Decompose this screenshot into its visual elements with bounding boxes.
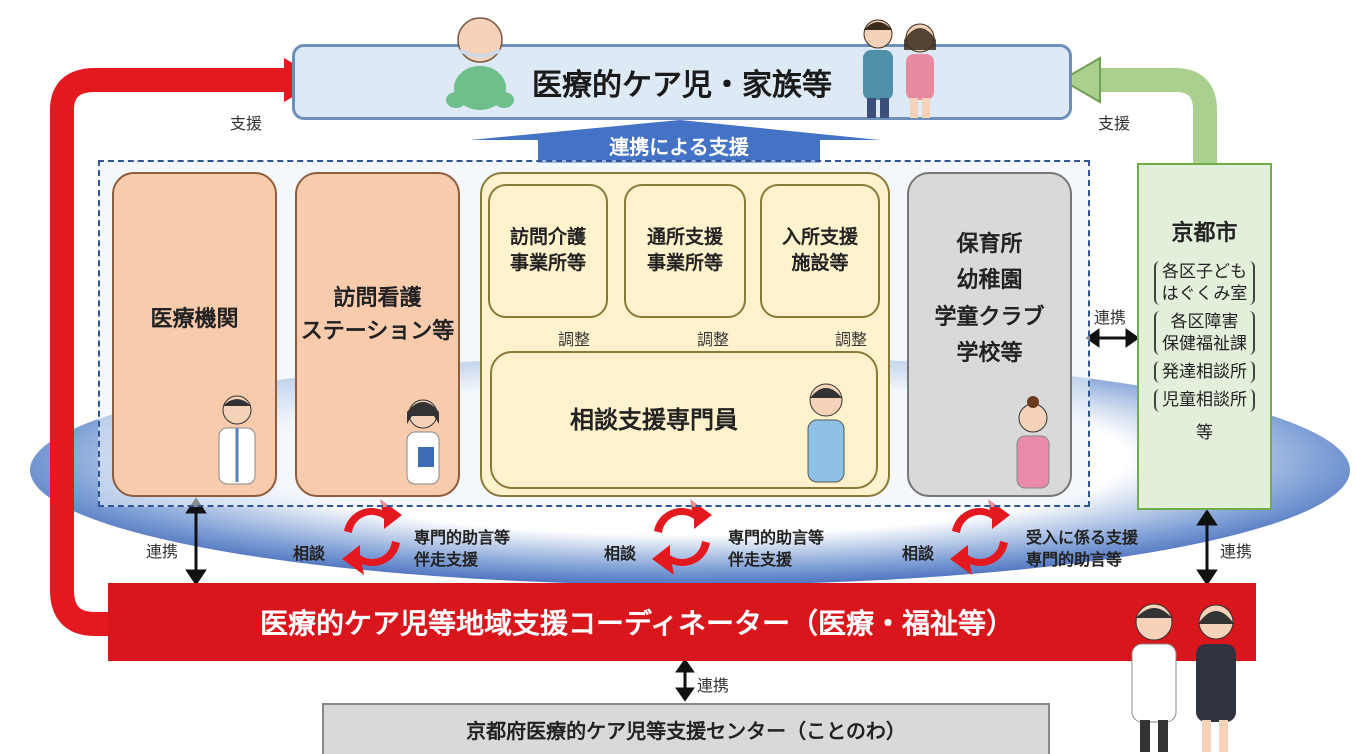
- kyoto-city-title: 京都市: [1171, 221, 1238, 246]
- cycle3-left: 相談: [902, 544, 935, 563]
- support-label-left: 支援: [230, 114, 263, 133]
- adjust-label-1: 調整: [558, 330, 591, 349]
- medical-institution-label: 医療機関: [150, 307, 239, 332]
- adjust-label-3: 調整: [835, 330, 868, 349]
- doctor-icon: [218, 395, 256, 485]
- kodomo-hagukumi-item: 各区子どもはぐくみ室: [1153, 261, 1256, 306]
- parents-illustration: [863, 19, 936, 118]
- teacher-icon: [1016, 396, 1050, 489]
- support-label-right: 支援: [1098, 114, 1131, 133]
- school-label-1: 保育所: [956, 231, 1023, 257]
- facility-label-1: 入所支援: [781, 226, 858, 249]
- adjust-label-2: 調整: [697, 330, 730, 349]
- family-box: 医療的ケア児・家族等: [292, 44, 1072, 120]
- green-support-arrow: [1095, 68, 1217, 165]
- consult-specialist-label: 相談支援専門員: [570, 406, 738, 434]
- nursing-label-2: ステーション等: [300, 318, 455, 344]
- red-support-arrow: [50, 68, 290, 636]
- family-title: 医療的ケア児・家族等: [532, 68, 832, 103]
- city-etc: 等: [1196, 422, 1213, 443]
- nurse-icon: [406, 399, 440, 485]
- development-center-item: 発達相談所: [1154, 361, 1255, 384]
- cycle2-right: 専門的助言等伴走支援: [728, 528, 825, 569]
- home-care-card: 訪問介護 事業所等: [488, 184, 608, 318]
- cycle-arrows: [342, 499, 1010, 575]
- day-service-label-1: 通所支援: [646, 226, 723, 249]
- cycle1-left: 相談: [293, 544, 326, 563]
- specialist-icon: [807, 383, 845, 483]
- home-care-label-2: 事業所等: [509, 252, 586, 274]
- collab-label-left: 連携: [146, 542, 179, 561]
- child-guidance-item: 児童相談所: [1154, 389, 1255, 412]
- facility-card: 入所支援 施設等: [760, 184, 880, 318]
- day-service-label-2: 事業所等: [646, 252, 723, 274]
- facility-label-2: 施設等: [791, 252, 849, 274]
- home-care-label-1: 訪問介護: [509, 226, 586, 249]
- disability-welfare-item: 各区障害保健福祉課: [1154, 311, 1255, 356]
- coordinators-illustration: [1131, 603, 1236, 752]
- nursing-station-card: 訪問看護 ステーション等: [295, 172, 460, 497]
- school-label-3: 学童クラブ: [934, 304, 1045, 330]
- kyoto-city-box: 京都市 各区子どもはぐくみ室 各区障害保健福祉課 発達相談所 児童相談所 等: [1137, 163, 1272, 510]
- day-service-card: 通所支援 事業所等: [624, 184, 746, 318]
- collab-label-bottom: 連携: [697, 676, 730, 695]
- school-label-2: 幼稚園: [956, 268, 1023, 294]
- school-label-4: 学校等: [956, 340, 1023, 366]
- collab-label-city: 連携: [1094, 308, 1127, 327]
- coordinator-label: 医療的ケア児等地域支援コーディネーター（医療・福祉等）: [259, 607, 1015, 640]
- collab-banner-arrow: [470, 120, 880, 163]
- collab-label-right: 連携: [1220, 542, 1253, 561]
- collab-banner-label: 連携による支援: [609, 134, 749, 159]
- cycle1-right: 専門的助言等伴走支援: [414, 528, 511, 569]
- cycle3-right: 受入に係る支援専門的助言等: [1026, 528, 1139, 569]
- baby-illustration: [446, 17, 514, 110]
- nursing-label-1: 訪問看護: [333, 285, 422, 311]
- support-center-label: 京都府医療的ケア児等支援センター（ことのわ）: [466, 719, 906, 743]
- coordinator-band: 医療的ケア児等地域支援コーディネーター（医療・福祉等）: [108, 583, 1256, 661]
- cycle2-left: 相談: [604, 544, 637, 563]
- support-center-box: 京都府医療的ケア児等支援センター（ことのわ）: [322, 703, 1050, 754]
